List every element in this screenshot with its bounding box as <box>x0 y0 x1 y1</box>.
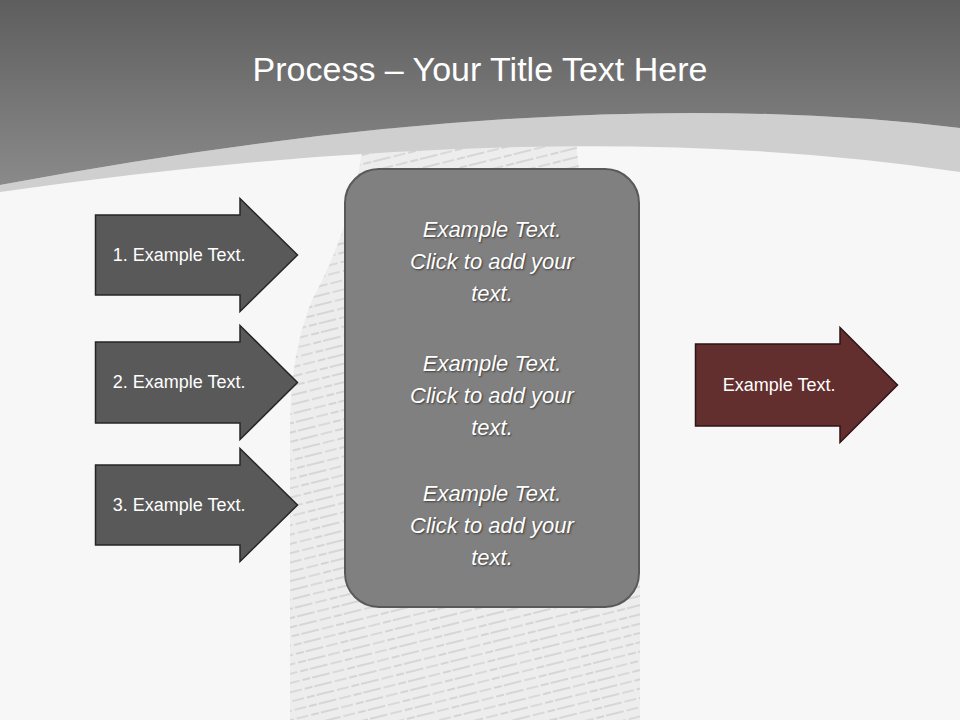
rounded-box-outline <box>345 169 639 607</box>
header-bar <box>0 0 960 185</box>
arrow-box: Example Text. <box>695 327 898 443</box>
arrow-outline <box>96 326 298 440</box>
box-text: Example Text. Click to add your text. <box>344 478 640 574</box>
arrow-outline <box>96 199 298 312</box>
arrow-box: 2. Example Text. <box>95 325 298 440</box>
newspaper-bottle <box>290 110 640 720</box>
arrow-box: 1. Example Text. <box>95 198 298 312</box>
arrow-outline <box>96 449 298 562</box>
arrow-label: Example Text. <box>695 327 863 443</box>
arrow-label: 1. Example Text. <box>95 198 263 312</box>
box-text: Example Text. Click to add your text. <box>344 214 640 310</box>
slide-title: Process – Your Title Text Here <box>0 50 960 89</box>
process-box: Example Text. Click to add your text. Exa… <box>344 168 640 608</box>
arrow-label: 2. Example Text. <box>95 325 263 440</box>
arrow-box: 3. Example Text. <box>95 448 298 562</box>
arrow-outline <box>696 328 898 443</box>
box-text: Example Text. Click to add your text. <box>344 348 640 444</box>
arrow-label: 3. Example Text. <box>95 448 263 562</box>
